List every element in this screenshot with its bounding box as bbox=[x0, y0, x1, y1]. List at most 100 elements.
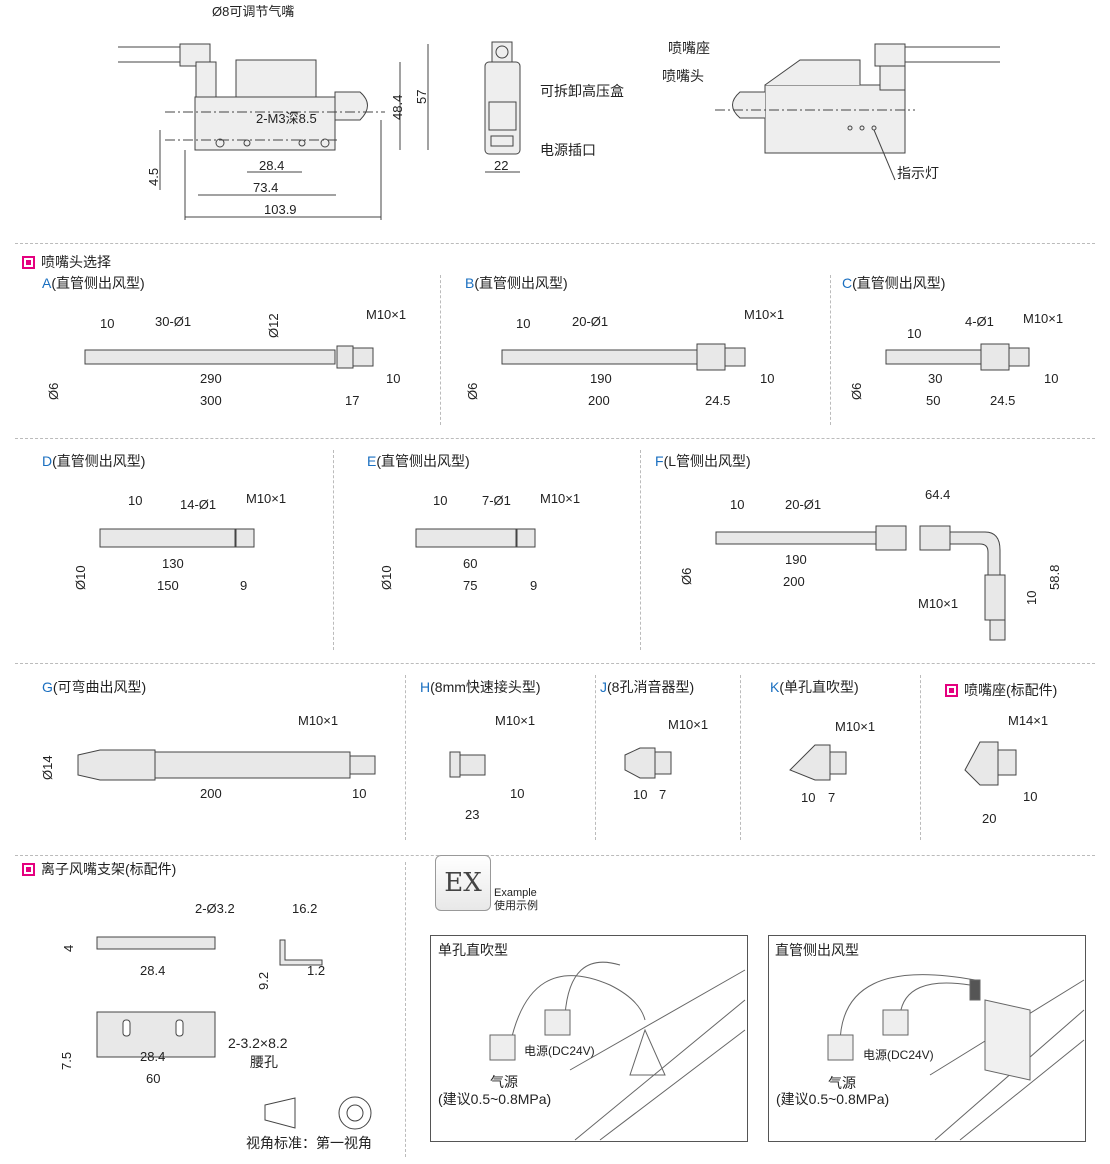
front-view-drawing bbox=[484, 41, 521, 173]
dim: 4-Ø1 bbox=[965, 314, 994, 329]
dim: 28.4 bbox=[259, 158, 285, 173]
dim: 4.5 bbox=[146, 167, 161, 186]
nozzle-seat-callout: 喷嘴座 bbox=[668, 40, 710, 56]
dim: 60 bbox=[146, 1071, 161, 1086]
power-label: 电源(DC24V) bbox=[863, 1048, 934, 1062]
dim: 14-Ø1 bbox=[180, 497, 217, 512]
dim: 10 bbox=[1023, 789, 1038, 804]
dim: 150 bbox=[157, 578, 179, 593]
type-b-label: B(直管侧出风型) bbox=[465, 275, 568, 291]
tapped-hole-callout: 2-M3深8.5 bbox=[256, 111, 317, 126]
thread-callout: M10×1 bbox=[495, 713, 536, 728]
square-marker-icon bbox=[945, 683, 958, 697]
section-title: 喷嘴头选择 bbox=[41, 254, 111, 270]
dim: 9 bbox=[530, 578, 538, 593]
dim: 10 bbox=[516, 316, 531, 331]
dim: 7.5 bbox=[59, 1051, 74, 1070]
dim: 30 bbox=[928, 371, 943, 386]
example-badge: EX bbox=[435, 855, 491, 911]
divider bbox=[15, 243, 1095, 244]
fitting-callout: Ø8可调节气嘴 bbox=[212, 4, 295, 19]
divider bbox=[15, 855, 1095, 856]
divider bbox=[740, 675, 741, 840]
dim: 9.2 bbox=[256, 971, 271, 990]
type-e-label: E(直管侧出风型) bbox=[367, 453, 470, 469]
rear-view-drawing bbox=[715, 43, 1000, 181]
square-marker-icon bbox=[22, 862, 35, 876]
divider bbox=[830, 275, 831, 425]
divider bbox=[920, 675, 921, 840]
example-panel-side-blow bbox=[768, 935, 1086, 1142]
dim: 10 bbox=[907, 326, 922, 341]
type-j-label: J(8孔消音器型) bbox=[600, 679, 695, 695]
dim: 10 bbox=[352, 786, 367, 801]
pressure-label: (建议0.5~0.8MPa) bbox=[438, 1091, 552, 1107]
type-g-label: G(可弯曲出风型) bbox=[42, 679, 147, 695]
dim: 64.4 bbox=[925, 487, 951, 502]
divider bbox=[15, 438, 1095, 439]
nozzle-tubes bbox=[77, 343, 1030, 786]
dim: 10 bbox=[801, 790, 816, 805]
divider bbox=[405, 862, 406, 1157]
divider bbox=[640, 450, 641, 650]
dim: 1.2 bbox=[307, 963, 326, 978]
dim: 290 bbox=[200, 371, 222, 386]
dim: Ø14 bbox=[40, 755, 55, 780]
dim: 48.4 bbox=[390, 94, 405, 120]
view-standard-label: 视角标准：第一视角 bbox=[246, 1135, 372, 1151]
type-c-label: C(直管侧出风型) bbox=[842, 275, 946, 291]
dim: 10 bbox=[386, 371, 401, 386]
power-label: 电源(DC24V) bbox=[524, 1044, 595, 1058]
nozzle-head-callout: 喷嘴头 bbox=[662, 68, 704, 84]
thread-callout: M10×1 bbox=[668, 717, 709, 732]
dim: 73.4 bbox=[253, 180, 279, 195]
dim: 7 bbox=[828, 790, 836, 805]
dim: 60 bbox=[463, 556, 478, 571]
dim: 57 bbox=[414, 89, 429, 104]
divider bbox=[333, 450, 334, 650]
divider bbox=[15, 663, 1095, 664]
dim: Ø12 bbox=[266, 313, 281, 338]
dim: 10 bbox=[128, 493, 143, 508]
dim: Ø6 bbox=[849, 382, 864, 400]
side-view-drawing bbox=[118, 43, 429, 220]
type-d-label: D(直管侧出风型) bbox=[42, 453, 146, 469]
dim: 23 bbox=[465, 807, 480, 822]
dim: 30-Ø1 bbox=[155, 314, 192, 329]
dim: 50 bbox=[926, 393, 941, 408]
dim: 16.2 bbox=[292, 901, 318, 916]
thread-callout: M10×1 bbox=[540, 491, 581, 506]
thread-callout: M10×1 bbox=[835, 719, 876, 734]
thread-callout: M10×1 bbox=[298, 713, 339, 728]
thread-callout: M10×1 bbox=[246, 491, 287, 506]
thread-callout: M10×1 bbox=[366, 307, 407, 322]
dim: 2-3.2×8.2 bbox=[228, 1035, 288, 1051]
air-source-label: 气源 bbox=[828, 1075, 856, 1091]
dim: 20 bbox=[982, 811, 997, 826]
panel-title: 直管侧出风型 bbox=[775, 942, 859, 958]
dim: 28.4 bbox=[140, 1049, 166, 1064]
nozzle-seat-header: 喷嘴座(标配件) bbox=[945, 680, 1057, 700]
dim: 24.5 bbox=[990, 393, 1016, 408]
type-a-label: A(直管侧出风型) bbox=[42, 275, 145, 291]
divider bbox=[405, 675, 406, 840]
section-header-nozzle: 喷嘴头选择 bbox=[22, 252, 111, 272]
dim: 10 bbox=[1024, 590, 1039, 605]
example-panel-single-hole bbox=[430, 935, 748, 1142]
pressure-label: (建议0.5~0.8MPa) bbox=[776, 1091, 890, 1107]
dim: 10 bbox=[433, 493, 448, 508]
dim: 20-Ø1 bbox=[572, 314, 609, 329]
divider bbox=[595, 675, 596, 840]
bracket-drawing bbox=[96, 936, 372, 1130]
section-title: 离子风嘴支架(标配件) bbox=[41, 861, 177, 877]
dim: 20-Ø1 bbox=[785, 497, 822, 512]
dim: Ø6 bbox=[679, 567, 694, 585]
dim: Ø10 bbox=[379, 565, 394, 590]
example-label-en: Example bbox=[494, 887, 537, 899]
thread-callout: M10×1 bbox=[1023, 311, 1064, 326]
dim: 103.9 bbox=[264, 202, 297, 217]
dim: 130 bbox=[162, 556, 184, 571]
dim: 10 bbox=[100, 316, 115, 331]
dim: 28.4 bbox=[140, 963, 166, 978]
